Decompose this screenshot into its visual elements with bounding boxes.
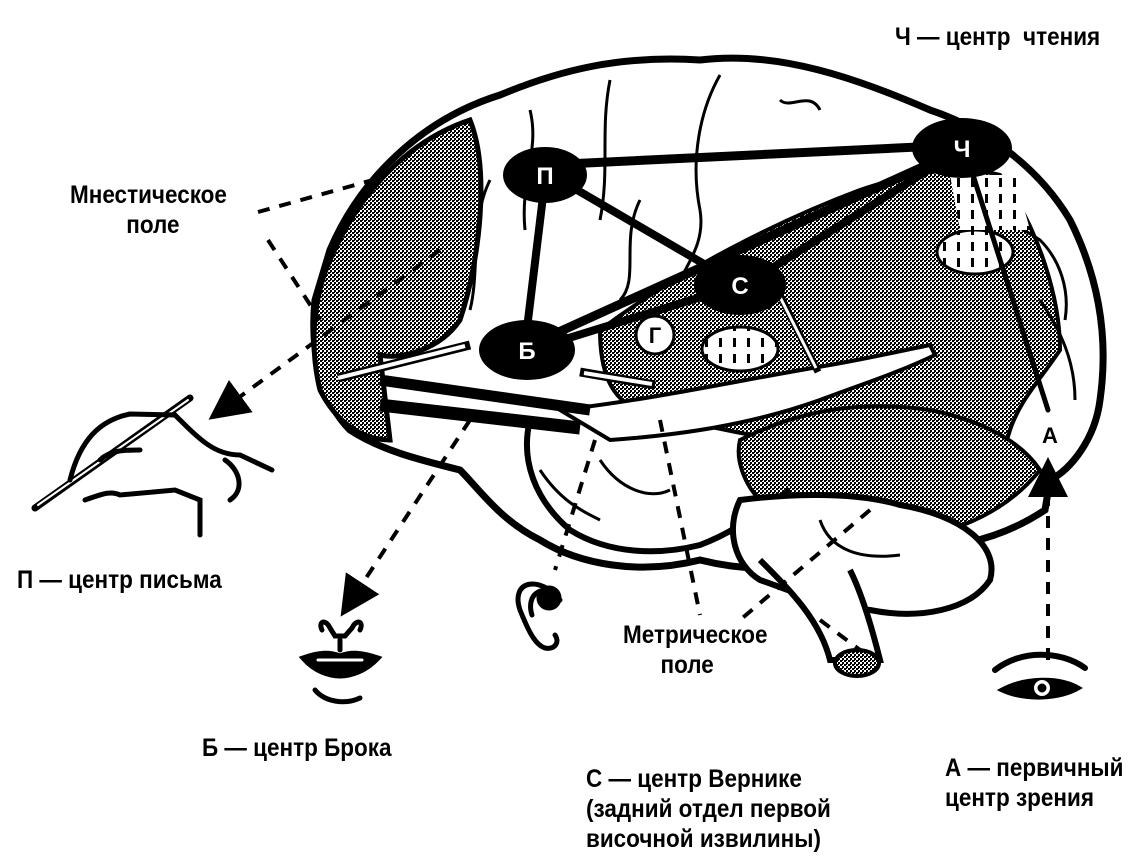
center-A: А: [1042, 423, 1058, 448]
mouth-icon: [298, 619, 383, 705]
eye-icon: [992, 651, 1088, 700]
center-B: Б: [479, 320, 575, 380]
label-writing-center: П — центр письма: [17, 566, 222, 594]
pointer-metric-left: [658, 419, 702, 616]
center-P-letter: П: [536, 163, 553, 190]
connection-P-CH: [540, 140, 965, 170]
label-mnestic-field: Мнестическое поле: [70, 181, 227, 239]
pointer-to-mouth: [340, 418, 472, 617]
label-reading-center: Ч — центр чтения: [895, 23, 1101, 51]
center-G-letter: Г: [649, 323, 662, 348]
sulci-lines: [468, 74, 1077, 558]
sylvian-fissure: [553, 342, 938, 443]
center-P: П: [503, 147, 587, 203]
center-CH-letter: Ч: [954, 136, 971, 163]
dotted-area-temporal: [700, 325, 780, 373]
writing-hand-icon: [31, 394, 275, 538]
label-metric-field: Метрическое поле: [623, 621, 768, 679]
pointer-mnestic-lower: [266, 238, 322, 322]
center-A-letter: А: [1042, 423, 1058, 448]
center-G: Г: [634, 314, 676, 356]
arrow-black-lower-2: [379, 398, 581, 435]
label-wernicke-center: С — центр Вернике (задний отдел первой в…: [586, 765, 831, 853]
label-visual-center: А — первичный центр зрения: [945, 754, 1124, 812]
brainstem-end: [833, 648, 881, 678]
pointer-to-hand: [208, 248, 442, 420]
center-S-letter: С: [731, 273, 748, 300]
dashed-pointers: [208, 176, 1068, 660]
brainstem: [757, 557, 884, 663]
connection-B-CH: [525, 145, 965, 350]
connection-S-CH: [741, 146, 964, 289]
pointer-metric-right: [738, 508, 872, 622]
center-B-letter: Б: [518, 338, 535, 365]
connection-CH-A: [962, 147, 1051, 413]
arrows: [336, 293, 822, 435]
center-CH: Ч: [912, 118, 1012, 178]
pointer-to-ear: [553, 439, 597, 571]
label-broca-center: Б — центр Брока: [202, 734, 392, 762]
connection-P-B: [521, 176, 549, 349]
pointer-brainstem: [818, 618, 862, 652]
center-S: С: [694, 255, 786, 315]
dotted-area-under-reading: [950, 175, 1030, 230]
ear-icon: [515, 581, 563, 651]
arrow-black-lower-1: [379, 374, 591, 416]
